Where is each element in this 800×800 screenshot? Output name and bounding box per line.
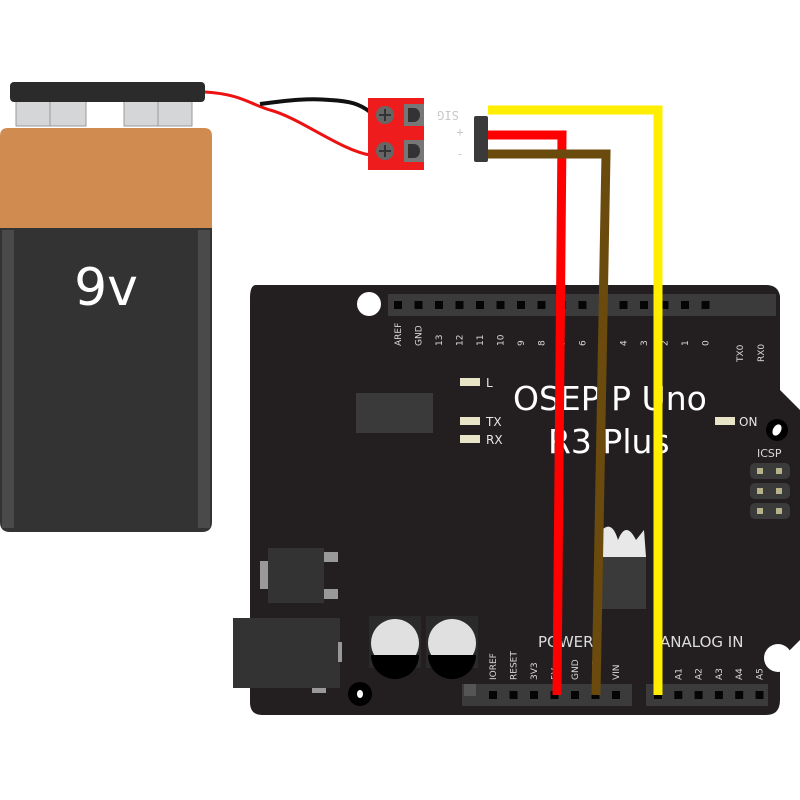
digital-pin[interactable] bbox=[476, 301, 484, 309]
analog-header bbox=[646, 684, 768, 706]
digital-pin[interactable] bbox=[578, 301, 587, 309]
analog-pin-label: A4 bbox=[735, 668, 745, 680]
power-pin-label: RESET bbox=[510, 651, 520, 680]
analog-pin[interactable] bbox=[714, 691, 723, 699]
power-pin[interactable] bbox=[591, 691, 600, 699]
digital-pin-label: 2 bbox=[661, 340, 671, 346]
analog-pin[interactable] bbox=[735, 691, 744, 699]
digital-pin-label: 10 bbox=[497, 334, 507, 346]
dc-power-jack bbox=[233, 618, 342, 693]
mounting-hole bbox=[764, 644, 792, 672]
capacitor bbox=[426, 616, 478, 679]
voltage-regulator bbox=[260, 548, 338, 603]
power-pin-label: 3V3 bbox=[530, 662, 540, 680]
battery-terminal-negative bbox=[15, 97, 87, 127]
led-label-rx: RX bbox=[486, 433, 503, 447]
battery-snap-cap bbox=[10, 82, 205, 102]
pin-label-minus: - bbox=[456, 147, 463, 161]
led-label-on: ON bbox=[739, 415, 757, 429]
battery-terminal-positive bbox=[123, 99, 193, 127]
digital-pin[interactable] bbox=[435, 301, 443, 309]
power-pin[interactable] bbox=[489, 691, 497, 699]
capacitor bbox=[369, 616, 421, 679]
power-pin[interactable] bbox=[550, 691, 559, 699]
power-pin-label: IOREF bbox=[489, 653, 499, 680]
digital-pin-label: GND bbox=[415, 325, 425, 346]
power-pin[interactable] bbox=[530, 691, 538, 699]
analog-pin-label: A1 bbox=[674, 668, 684, 680]
screw-icon bbox=[376, 106, 394, 124]
analog-pin-label: A3 bbox=[715, 668, 725, 680]
battery-9v: 9v bbox=[0, 82, 212, 532]
digital-pin[interactable] bbox=[640, 301, 648, 309]
battery-negative-wire bbox=[259, 97, 372, 114]
digital-pin[interactable] bbox=[517, 301, 525, 309]
led-on bbox=[715, 417, 735, 425]
digital-pin[interactable] bbox=[394, 301, 402, 309]
analog-pin-label: A2 bbox=[695, 668, 705, 680]
battery-positive-wire bbox=[204, 90, 371, 157]
digital-pin-label: 0 bbox=[702, 340, 712, 346]
mounting-hole bbox=[357, 292, 381, 316]
wire-power-red bbox=[488, 130, 567, 696]
chip bbox=[356, 393, 433, 433]
battery-label: 9v bbox=[74, 258, 138, 318]
icsp-header bbox=[750, 463, 790, 519]
wire-signal-yellow bbox=[488, 105, 663, 695]
board-title-line2: R3 Plus bbox=[548, 422, 670, 461]
reset-pad bbox=[464, 684, 476, 696]
wire-ground-brown bbox=[488, 149, 611, 696]
digital-pin[interactable] bbox=[701, 301, 710, 309]
pin-label-plus: + bbox=[456, 125, 463, 139]
power-pin[interactable] bbox=[509, 691, 518, 699]
digital-pin[interactable] bbox=[414, 301, 423, 309]
led-tx bbox=[460, 417, 480, 425]
power-pin[interactable] bbox=[612, 691, 620, 699]
digital-pin[interactable] bbox=[455, 301, 464, 309]
battery-body bbox=[0, 228, 212, 532]
analog-pin-label: A5 bbox=[756, 668, 766, 680]
serial-label-rx: RX0 bbox=[757, 344, 767, 362]
digital-pin-label: 4 bbox=[620, 340, 630, 346]
serial-label-tx: TX0 bbox=[736, 344, 746, 363]
board-title-line1: OSEP P Uno bbox=[513, 379, 707, 418]
power-section-label: POWER bbox=[538, 633, 594, 651]
digital-pin-label: 6 bbox=[579, 340, 589, 346]
crystal-component bbox=[600, 557, 646, 609]
screw-terminal-block bbox=[368, 98, 424, 170]
digital-pin-label: 3 bbox=[640, 340, 650, 346]
digital-pin-label: 12 bbox=[456, 335, 466, 346]
led-rx bbox=[460, 435, 480, 443]
power-pin-label: VIN bbox=[612, 664, 622, 680]
digital-pin[interactable] bbox=[681, 301, 689, 309]
sensor-module: SIG + - bbox=[437, 108, 488, 162]
led-label-tx: TX bbox=[485, 415, 502, 429]
module-header-connector bbox=[474, 116, 488, 162]
power-pin-label: GND bbox=[571, 659, 581, 680]
led-label-l: L bbox=[486, 376, 493, 390]
screw-icon bbox=[376, 142, 394, 160]
analog-pin[interactable] bbox=[674, 691, 683, 699]
digital-pin-label: 1 bbox=[681, 340, 691, 346]
digital-pin-label: 8 bbox=[538, 340, 548, 346]
digital-pin[interactable] bbox=[496, 301, 505, 309]
digital-pin-label: AREF bbox=[394, 323, 404, 346]
icsp-label: ICSP bbox=[757, 447, 782, 460]
analog-pin[interactable] bbox=[694, 691, 703, 699]
digital-pin-label: 13 bbox=[435, 335, 445, 346]
power-header bbox=[462, 684, 632, 706]
power-pin[interactable] bbox=[571, 691, 579, 699]
digital-pin[interactable] bbox=[537, 301, 546, 309]
pin-label-sig: SIG bbox=[437, 108, 459, 122]
analog-pin[interactable] bbox=[755, 691, 764, 699]
digital-pin-label: 11 bbox=[476, 335, 486, 346]
battery-top-band bbox=[0, 128, 212, 228]
digital-pin[interactable] bbox=[660, 301, 669, 309]
led-l bbox=[460, 378, 480, 386]
digital-pin-label: 9 bbox=[517, 340, 527, 346]
digital-pin[interactable] bbox=[619, 301, 628, 309]
analog-section-label: ANALOG IN bbox=[660, 633, 743, 651]
